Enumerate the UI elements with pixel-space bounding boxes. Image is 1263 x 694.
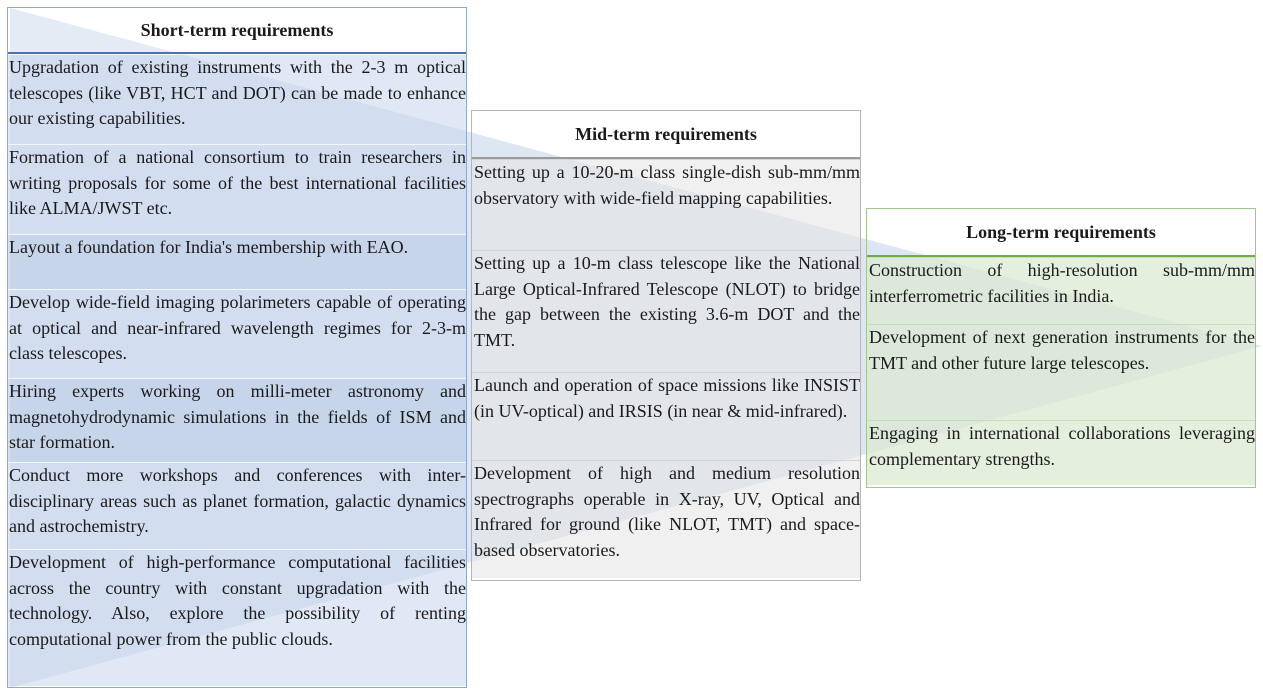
mid-term-item: Development of high and medium resolutio… <box>472 460 860 578</box>
short-term-column: Short-term requirements Upgradation of e… <box>7 7 467 688</box>
short-term-item: Development of high-performance computat… <box>8 549 466 686</box>
mid-term-title: Mid-term requirements <box>472 111 860 159</box>
short-term-item: Develop wide-field imaging polarimeters … <box>8 289 466 378</box>
short-term-item: Formation of a national consortium to tr… <box>8 144 466 234</box>
short-term-item: Layout a foundation for India's membersh… <box>8 234 466 289</box>
mid-term-item: Launch and operation of space missions l… <box>472 372 860 460</box>
long-term-column: Long-term requirements Construction of h… <box>866 208 1256 488</box>
short-term-item: Hiring experts working on milli-meter as… <box>8 378 466 462</box>
long-term-item: Construction of high-resolution sub-mm/m… <box>867 257 1255 324</box>
mid-term-column: Mid-term requirements Setting up a 10-20… <box>471 110 861 581</box>
long-term-item: Engaging in international collaborations… <box>867 420 1255 485</box>
mid-term-item: Setting up a 10-20-m class single-dish s… <box>472 159 860 250</box>
short-term-item: Conduct more workshops and conferences w… <box>8 462 466 549</box>
long-term-title: Long-term requirements <box>867 209 1255 257</box>
short-term-item: Upgradation of existing instruments with… <box>8 54 466 144</box>
mid-term-item: Setting up a 10-m class telescope like t… <box>472 250 860 372</box>
long-term-item: Development of next generation instrumen… <box>867 324 1255 420</box>
short-term-title: Short-term requirements <box>8 8 466 54</box>
